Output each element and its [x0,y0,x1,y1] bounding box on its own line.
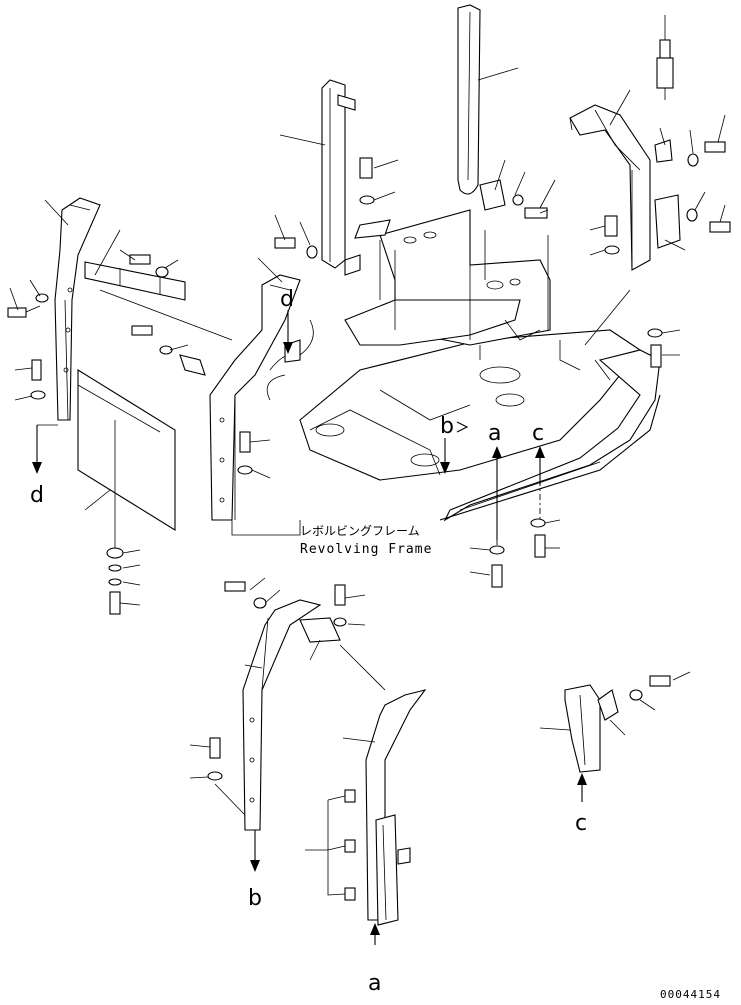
marker-b-lower: b [248,886,262,911]
right-upper-pillar [569,15,731,346]
lower-bracket-c: c [539,671,691,836]
frame-label-english: Revolving Frame [300,542,432,557]
center-upright [274,79,399,276]
marker-a-lower: a [368,971,381,996]
frame-label: レボルビングフレーム Revolving Frame [300,524,432,557]
marker-b-main: b [440,414,454,439]
center-left-pillar: d [209,257,314,536]
frame-label-japanese: レボルビングフレーム [300,524,420,538]
lower-pillar-b: b [189,577,386,911]
revolving-frame [299,209,661,522]
lower-pillar-a: a [305,689,427,996]
marker-a-main: a [488,421,501,446]
marker-c-lower: c [575,811,587,836]
marker-d-left: d [30,483,44,508]
left-fasteners [7,249,206,615]
main-view-markers: b a c [440,414,545,545]
marker-c-main: c [532,421,544,446]
left-pillar-assembly: d [30,197,233,550]
tall-post [457,4,556,330]
drawing-number: 00044154 [660,988,721,1001]
marker-d-top: d [280,287,294,312]
right-rear-fasteners [469,328,681,588]
